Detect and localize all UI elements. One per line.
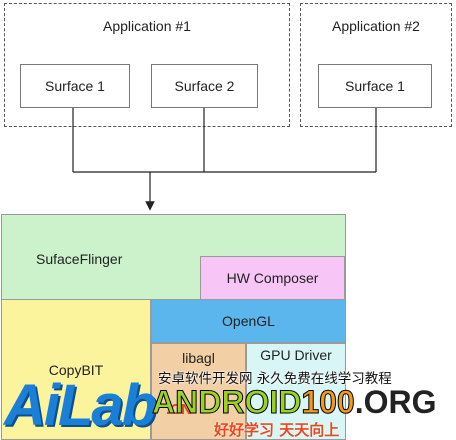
app1-surface-2: Surface 2 — [151, 64, 258, 108]
watermark-tagline: 安卓软件开发网 永久免费在线学习教程 — [158, 371, 392, 387]
watermark-slogan: 好好学习 天天向上 — [214, 421, 340, 439]
application-1-title: Application #1 — [103, 18, 191, 34]
android100-site: ANDROID100.ORG — [151, 384, 437, 421]
gpu-driver-label: GPU Driver — [260, 347, 332, 363]
application-2-title: Application #2 — [332, 18, 420, 34]
app2-surface-1: Surface 1 — [318, 64, 432, 108]
site-android-text: ANDROID — [151, 384, 302, 421]
copybit-block: CopyBIT — [1, 299, 151, 440]
surfaceflinger-label: SufaceFlinger — [36, 251, 123, 267]
libagl-block: libagl — [151, 343, 246, 440]
app1-surface-1: Surface 1 — [20, 64, 130, 108]
site-org-text: .ORG — [354, 384, 437, 420]
watermark-cn: .CN — [166, 401, 192, 418]
hw-composer-block: HW Composer — [200, 256, 345, 300]
libagl-label: libagl — [182, 350, 215, 366]
gpu-driver-block: GPU Driver — [246, 343, 346, 440]
opengl-block: OpenGL — [151, 299, 346, 343]
ailab-logo: AiLab — [4, 373, 157, 438]
site-100-text: 100 — [301, 384, 355, 421]
